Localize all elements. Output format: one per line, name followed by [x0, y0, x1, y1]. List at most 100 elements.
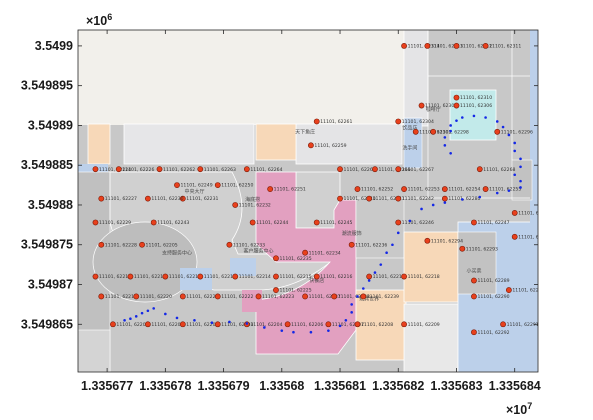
poi-marker[interactable] [441, 195, 448, 202]
poi-marker[interactable] [424, 237, 431, 244]
trajectory-point [420, 207, 423, 211]
poi-marker[interactable] [313, 118, 320, 125]
poi-marker[interactable] [232, 273, 239, 280]
poi-label: 11101, 62222 [221, 294, 253, 300]
poi-marker[interactable] [144, 195, 151, 202]
poi-marker[interactable] [179, 293, 186, 300]
poi-marker[interactable] [98, 241, 105, 248]
poi-marker[interactable] [273, 255, 279, 262]
poi-marker[interactable] [133, 293, 140, 300]
poi-marker[interactable] [284, 321, 291, 328]
poi-label: 11101, 62280 [448, 196, 480, 202]
poi-marker[interactable] [354, 321, 361, 328]
poi-marker[interactable] [505, 287, 512, 293]
trajectory-point [134, 315, 138, 318]
poi-marker[interactable] [471, 293, 477, 300]
poi-marker[interactable] [372, 166, 378, 173]
poi-marker[interactable] [197, 166, 204, 173]
poi-marker[interactable] [243, 166, 250, 173]
blue-block-mid [230, 258, 256, 276]
poi-marker[interactable] [401, 321, 407, 328]
poi-marker[interactable] [98, 195, 105, 202]
poi-marker[interactable] [511, 210, 518, 216]
poi-marker[interactable] [162, 273, 169, 280]
poi-marker[interactable] [325, 321, 332, 328]
poi-label: 11101, 62230 [151, 196, 183, 202]
poi-marker[interactable] [214, 182, 221, 188]
room-label: 小买卖 [466, 268, 481, 275]
poi-marker[interactable] [197, 273, 204, 280]
poi-marker[interactable] [453, 102, 460, 109]
poi-label: 11101, 62313 [431, 44, 463, 50]
poi-marker[interactable] [308, 142, 314, 149]
poi-marker[interactable] [395, 118, 402, 125]
poi-label: 11101, 62291 [507, 322, 539, 328]
poi-marker[interactable] [302, 293, 308, 300]
poi-marker[interactable] [453, 94, 460, 101]
poi-marker[interactable] [302, 249, 308, 256]
x-tick-label: 1.335677 [81, 379, 133, 393]
poi-marker[interactable] [337, 166, 343, 173]
poi-marker[interactable] [115, 166, 122, 173]
poi-marker[interactable] [471, 219, 477, 226]
poi-marker[interactable] [337, 195, 343, 202]
poi-marker[interactable] [441, 186, 448, 192]
poi-label: 11101, 62288 [512, 288, 544, 294]
poi-marker[interactable] [255, 293, 262, 300]
poi-marker[interactable] [482, 186, 489, 192]
poi-marker[interactable] [401, 273, 407, 280]
poi-marker[interactable] [267, 186, 274, 192]
poi-marker[interactable] [395, 166, 402, 173]
poi-marker[interactable] [366, 273, 373, 280]
poi-marker[interactable] [360, 293, 367, 300]
poi-marker[interactable] [424, 43, 431, 49]
poi-marker[interactable] [150, 219, 157, 226]
poi-marker[interactable] [471, 277, 477, 284]
poi-label: 11101, 62293 [466, 246, 498, 252]
poi-marker[interactable] [214, 321, 221, 328]
poi-marker[interactable] [313, 273, 320, 280]
poi-marker[interactable] [313, 219, 320, 226]
poi-marker[interactable] [401, 43, 407, 49]
poi-marker[interactable] [482, 43, 489, 49]
poi-marker[interactable] [471, 329, 477, 336]
poi-marker[interactable] [395, 219, 402, 226]
poi-marker[interactable] [366, 195, 373, 202]
poi-marker[interactable] [226, 241, 233, 248]
poi-marker[interactable] [249, 219, 256, 226]
poi-marker[interactable] [401, 186, 407, 192]
poi-marker[interactable] [92, 219, 99, 226]
poi-marker[interactable] [511, 233, 518, 240]
poi-marker[interactable] [453, 43, 460, 49]
poi-marker[interactable] [331, 293, 338, 300]
poi-marker[interactable] [156, 166, 163, 173]
poi-marker[interactable] [418, 102, 425, 109]
poi-marker[interactable] [430, 128, 437, 135]
poi-marker[interactable] [500, 321, 506, 328]
trajectory-point [391, 243, 394, 247]
poi-marker[interactable] [395, 195, 402, 202]
poi-marker[interactable] [232, 202, 239, 208]
poi-marker[interactable] [179, 195, 186, 202]
poi-marker[interactable] [273, 287, 279, 293]
poi-marker[interactable] [174, 182, 180, 188]
poi-marker[interactable] [354, 186, 361, 192]
poi-label: 11101, 62262 [163, 167, 195, 173]
poi-marker[interactable] [139, 241, 145, 248]
poi-marker[interactable] [273, 273, 279, 280]
poi-marker[interactable] [110, 321, 116, 328]
poi-marker[interactable] [348, 241, 355, 248]
poi-marker[interactable] [179, 321, 186, 328]
poi-marker[interactable] [459, 245, 466, 252]
poi-marker[interactable] [144, 321, 151, 328]
poi-marker[interactable] [494, 128, 501, 135]
poi-marker[interactable] [127, 273, 134, 280]
poi-marker[interactable] [412, 128, 419, 135]
poi-label: 11101, 62205 [146, 242, 178, 248]
poi-marker[interactable] [92, 166, 99, 173]
poi-marker[interactable] [98, 293, 105, 300]
poi-marker[interactable] [476, 166, 483, 173]
poi-marker[interactable] [92, 273, 99, 280]
poi-label: 11101, 62254 [448, 187, 480, 193]
poi-marker[interactable] [214, 293, 221, 300]
